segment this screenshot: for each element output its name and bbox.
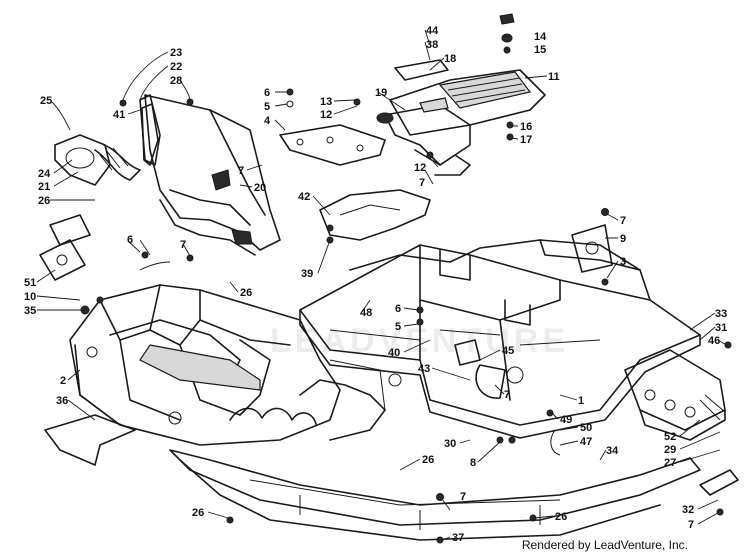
callout-49: 49 bbox=[560, 414, 572, 426]
floor-panel bbox=[44, 414, 136, 466]
callout-36: 36 bbox=[56, 395, 68, 407]
fasteners bbox=[80, 13, 732, 544]
callout-42: 42 bbox=[298, 191, 310, 203]
callout-52: 52 bbox=[664, 431, 676, 443]
callout-24: 24 bbox=[38, 168, 51, 180]
callout-51: 51 bbox=[24, 277, 36, 289]
callout-7: 7 bbox=[180, 239, 186, 251]
callout-32: 32 bbox=[682, 504, 694, 516]
callout-25: 25 bbox=[40, 95, 52, 107]
watermark: LEADVENTURE bbox=[270, 322, 569, 360]
callout-5: 5 bbox=[395, 321, 401, 333]
callout-33: 33 bbox=[715, 308, 727, 320]
callout-2: 2 bbox=[60, 375, 66, 387]
air-intake-assembly bbox=[54, 134, 141, 186]
dash-panel bbox=[139, 94, 281, 256]
callout-7: 7 bbox=[460, 491, 466, 503]
callout-1: 1 bbox=[578, 395, 584, 407]
callout-21: 21 bbox=[38, 181, 50, 193]
callout-34: 34 bbox=[606, 445, 619, 457]
callout-10: 10 bbox=[24, 291, 36, 303]
callout-28: 28 bbox=[170, 75, 182, 87]
callout-48: 48 bbox=[360, 307, 372, 319]
leader-lines bbox=[36, 29, 729, 541]
callout-29: 29 bbox=[664, 444, 676, 456]
callout-labels: 44 38 18 14 15 11 23 22 28 41 25 6 5 4 1… bbox=[24, 25, 727, 544]
callout-35: 35 bbox=[24, 305, 36, 317]
callout-8: 8 bbox=[470, 457, 476, 469]
callout-11: 11 bbox=[548, 71, 560, 83]
callout-43: 43 bbox=[418, 363, 430, 375]
windshield-bracket bbox=[141, 103, 159, 166]
callout-19: 19 bbox=[375, 87, 387, 99]
callout-47: 47 bbox=[580, 436, 592, 448]
rear-bracket-assembly bbox=[624, 349, 726, 441]
callout-50: 50 bbox=[580, 422, 592, 434]
callout-7: 7 bbox=[419, 177, 425, 189]
belly-pan bbox=[169, 449, 701, 541]
callout-30: 30 bbox=[444, 438, 456, 450]
callout-26: 26 bbox=[240, 287, 252, 299]
callout-13: 13 bbox=[320, 96, 332, 108]
callout-20: 20 bbox=[254, 182, 266, 194]
callout-14: 14 bbox=[534, 31, 547, 43]
callout-6: 6 bbox=[127, 234, 133, 246]
bracket-small bbox=[699, 469, 739, 496]
callout-31: 31 bbox=[715, 322, 727, 334]
side-plate bbox=[571, 224, 613, 273]
callout-45: 45 bbox=[502, 345, 514, 357]
callout-23: 23 bbox=[170, 47, 182, 59]
callout-22: 22 bbox=[170, 61, 182, 73]
callout-26: 26 bbox=[192, 507, 204, 519]
callout-26: 26 bbox=[555, 511, 567, 523]
callout-39: 39 bbox=[301, 268, 313, 280]
callout-7: 7 bbox=[688, 519, 694, 531]
credit-footer: Rendered by LeadVenture, Inc. bbox=[521, 538, 688, 552]
callout-7: 7 bbox=[620, 215, 626, 227]
callout-27: 27 bbox=[664, 457, 676, 469]
callout-12: 12 bbox=[414, 162, 426, 174]
callout-18: 18 bbox=[444, 53, 456, 65]
main-frame bbox=[299, 239, 701, 439]
callout-6: 6 bbox=[264, 87, 270, 99]
callout-3: 3 bbox=[620, 256, 626, 268]
callout-26: 26 bbox=[422, 454, 434, 466]
callout-46: 46 bbox=[708, 335, 720, 347]
callout-16: 16 bbox=[520, 121, 532, 133]
callout-4: 4 bbox=[264, 115, 271, 127]
callout-7: 7 bbox=[504, 389, 510, 401]
callout-6: 6 bbox=[395, 303, 401, 315]
callout-12: 12 bbox=[320, 109, 332, 121]
callout-40: 40 bbox=[388, 347, 400, 359]
callout-9: 9 bbox=[620, 233, 626, 245]
callout-15: 15 bbox=[534, 44, 546, 56]
front-bumper-assembly bbox=[69, 284, 386, 446]
callout-7: 7 bbox=[238, 165, 244, 177]
callout-37: 37 bbox=[452, 532, 464, 544]
heat-shield bbox=[319, 189, 431, 241]
mount-plate-left bbox=[39, 214, 91, 281]
callout-17: 17 bbox=[520, 134, 532, 146]
callout-41: 41 bbox=[113, 109, 125, 121]
callout-5: 5 bbox=[264, 101, 270, 113]
callout-26: 26 bbox=[38, 195, 50, 207]
steering-bracket bbox=[279, 124, 386, 166]
callout-38: 38 bbox=[426, 39, 438, 51]
console-assembly bbox=[376, 59, 546, 176]
callout-44: 44 bbox=[426, 25, 439, 37]
